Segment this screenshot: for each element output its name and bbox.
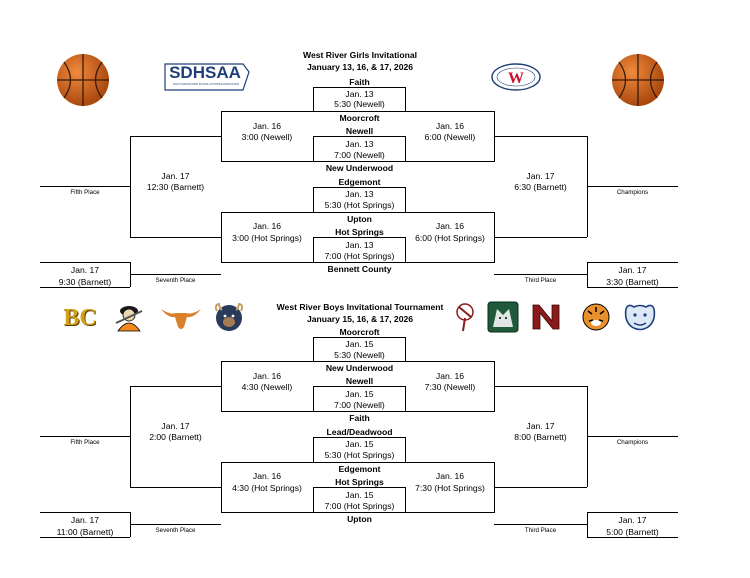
boys-right-final-day: Jan. 17 (526, 421, 555, 431)
girls-third-place-label: Third Place (524, 277, 557, 284)
boys-team-3: Newell (345, 376, 374, 386)
girls-champions-label: Champions (616, 189, 649, 196)
girls-right-final-day: Jan. 17 (526, 171, 555, 181)
bulldog-logo (624, 304, 656, 331)
girls-team-1: Faith (349, 77, 370, 87)
girls-game3-time: 5:30 (Hot Springs) (324, 200, 395, 210)
girls-third-time: 3:30 (Barnett) (606, 277, 659, 287)
pickaxe-logo (456, 303, 474, 332)
girls-right-sf1-time: 6:00 (Newell) (424, 132, 476, 142)
boys-right-sf2-day: Jan. 16 (435, 471, 465, 481)
boys-team-6: Edgemont (338, 464, 381, 474)
boys-team-2: New Underwood (325, 363, 394, 373)
boys-left-sf1-day: Jan. 16 (252, 371, 282, 381)
boys-left-sf1-time: 4:30 (Newell) (241, 382, 293, 392)
boys-game1-time: 5:30 (Newell) (334, 350, 385, 360)
boys-left-final-time: 2:00 (Barnett) (149, 432, 202, 442)
bc-logo: BC (62, 305, 98, 331)
wyoming-association-logo: W (491, 63, 541, 91)
newell-n-logo (532, 304, 560, 330)
girls-team-8: Bennett County (327, 264, 392, 274)
girls-game1-time: 5:30 (Newell) (334, 99, 385, 109)
girls-team-2: Moorcroft (339, 113, 380, 123)
boys-seventh-day: Jan. 17 (70, 515, 100, 525)
girls-left-sf1-day: Jan. 16 (252, 121, 282, 131)
girls-game1-day: Jan. 13 (345, 89, 374, 99)
boys-fifth-place-label: Fifth Place (70, 439, 100, 446)
boys-third-place-label: Third Place (524, 527, 557, 534)
boys-right-sf2-time: 7:30 (Hot Springs) (415, 483, 485, 493)
boys-game3-time: 5:30 (Hot Springs) (324, 450, 395, 460)
boys-title: West River Boys Invitational Tournament (276, 302, 444, 312)
girls-team-4: New Underwood (325, 163, 394, 173)
longhorn-logo (161, 309, 201, 329)
boys-left-final-day: Jan. 17 (161, 421, 190, 431)
bison-logo (214, 302, 244, 331)
girls-third-day: Jan. 17 (618, 265, 647, 275)
girls-left-sf2-day: Jan. 16 (252, 221, 282, 231)
girls-left-final-day: Jan. 17 (161, 171, 190, 181)
boys-team-4: Faith (349, 413, 370, 423)
boys-game1-day: Jan. 15 (345, 339, 374, 349)
girls-dates: January 13, 16, & 17, 2026 (306, 62, 414, 72)
prospector-logo (115, 306, 143, 332)
boys-champions-label: Champions (616, 439, 649, 446)
boys-third-day: Jan. 17 (618, 515, 647, 525)
wyoming-logo-letter: W (508, 70, 524, 87)
boys-team-1: Moorcroft (339, 327, 380, 337)
girls-seventh-day: Jan. 17 (70, 265, 100, 275)
basketball-icon (57, 54, 109, 106)
girls-right-sf2-time: 6:00 (Hot Springs) (415, 233, 485, 243)
basketball-icon (612, 54, 664, 106)
girls-seventh-place-label: Seventh Place (155, 277, 196, 284)
girls-right-final-time: 6:30 (Barnett) (514, 182, 567, 192)
bc-logo-text: BC (63, 305, 97, 331)
girls-team-3: Newell (345, 126, 374, 136)
sdhsaa-logo-subtitle: SOUTH DAKOTA HIGH SCHOOL ACTIVITIES ASSO… (172, 83, 240, 86)
girls-game2-day: Jan. 13 (345, 139, 374, 149)
girls-right-sf1-day: Jan. 16 (435, 121, 465, 131)
girls-team-6: Upton (347, 214, 372, 224)
girls-fifth-place-label: Fifth Place (70, 189, 100, 196)
wolf-logo (487, 301, 519, 333)
tiger-logo (582, 303, 610, 331)
girls-left-final-time: 12:30 (Barnett) (146, 182, 205, 192)
boys-seventh-place-label: Seventh Place (155, 527, 196, 534)
boys-team-7: Hot Springs (335, 477, 384, 487)
girls-seventh-time: 9:30 (Barnett) (58, 277, 112, 287)
sdhsaa-logo: SDHSAA SOUTH DAKOTA HIGH SCHOOL ACTIVITI… (163, 62, 251, 92)
boys-left-sf2-day: Jan. 16 (252, 471, 282, 481)
boys-game2-day: Jan. 15 (345, 389, 374, 399)
boys-team-8: Upton (347, 514, 372, 524)
boys-right-final-time: 8:00 (Barnett) (514, 432, 567, 442)
boys-right-sf1-time: 7:30 (Newell) (424, 382, 476, 392)
boys-game2-time: 7:00 (Newell) (334, 400, 385, 410)
boys-right-sf1-day: Jan. 16 (435, 371, 465, 381)
girls-team-5: Edgemont (338, 177, 381, 187)
girls-right-sf2-day: Jan. 16 (435, 221, 465, 231)
girls-game4-time: 7:00 (Hot Springs) (324, 251, 395, 261)
boys-team-5: Lead/Deadwood (326, 427, 393, 437)
girls-game2-time: 7:00 (Newell) (334, 150, 385, 160)
boys-game4-time: 7:00 (Hot Springs) (324, 501, 395, 511)
girls-left-sf2-time: 3:00 (Hot Springs) (232, 233, 302, 243)
boys-left-sf2-time: 4:30 (Hot Springs) (232, 483, 302, 493)
boys-third-time: 5:00 (Barnett) (606, 527, 659, 537)
boys-game4-day: Jan. 15 (345, 490, 374, 500)
girls-left-sf1-time: 3:00 (Newell) (241, 132, 293, 142)
boys-dates: January 15, 16, & 17, 2026 (306, 314, 414, 324)
sdhsaa-logo-text: SDHSAA (169, 63, 241, 82)
girls-game3-day: Jan. 13 (345, 189, 374, 199)
boys-seventh-time: 11:00 (Barnett) (56, 527, 114, 537)
girls-title: West River Girls Invitational (303, 50, 417, 60)
boys-game3-day: Jan. 15 (345, 439, 374, 449)
girls-team-7: Hot Springs (335, 227, 384, 237)
girls-game4-day: Jan. 13 (345, 240, 374, 250)
